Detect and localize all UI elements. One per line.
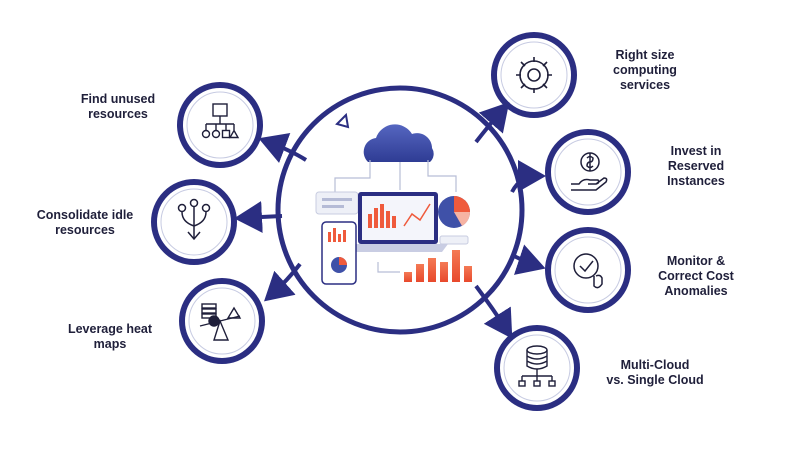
- label-heat-maps: Leverage heat maps: [67, 322, 153, 351]
- phone-icon: [321, 221, 357, 285]
- hierarchy-icon: [201, 103, 240, 139]
- database-network-icon: [518, 345, 556, 387]
- pie-chart-icon: [438, 196, 471, 245]
- center-illustration: [315, 124, 472, 285]
- label-multicloud: Multi-Cloud vs. Single Cloud: [606, 358, 704, 387]
- label-find-unused: Find unused resources: [80, 92, 156, 121]
- laptop-icon: [348, 192, 448, 252]
- cloud-icon: [363, 124, 434, 162]
- arrow-to-find-unused: [258, 133, 308, 164]
- arrow-to-consolidate: [234, 201, 283, 233]
- node-find-unused: [177, 82, 263, 168]
- arrow-to-monitor: [513, 244, 546, 275]
- node-heat-maps: [179, 278, 265, 364]
- center-ring: [275, 85, 525, 335]
- node-right-size: [491, 32, 577, 118]
- node-consolidate: [151, 179, 237, 265]
- arrow-to-multicloud: [474, 284, 513, 339]
- check-badge-icon: [573, 253, 603, 289]
- info-card-left: [315, 191, 359, 215]
- gear-icon: [516, 57, 552, 93]
- node-invest: [545, 129, 631, 215]
- label-right-size: Right size computing services: [613, 48, 677, 92]
- node-monitor: [545, 227, 631, 313]
- bar-chart-icon: [404, 250, 472, 282]
- label-invest: Invest in Reserved Instances: [667, 144, 725, 188]
- ring-direction-arrow: [335, 112, 350, 129]
- arrow-to-invest: [510, 160, 546, 193]
- merge-arrows-icon: [177, 198, 211, 241]
- dollar-hand-icon: [571, 152, 608, 191]
- label-consolidate: Consolidate idle resources: [36, 208, 134, 237]
- node-multicloud: [494, 325, 580, 411]
- arrow-to-right-size: [474, 101, 510, 144]
- balance-scale-icon: [199, 303, 242, 341]
- arrow-to-heat-maps: [264, 262, 302, 302]
- label-monitor: Monitor & Correct Cost Anomalies: [658, 254, 734, 298]
